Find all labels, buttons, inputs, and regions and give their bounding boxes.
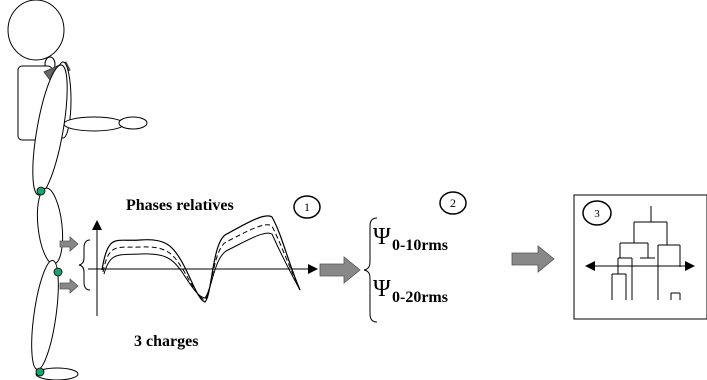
- trunk: [32, 64, 68, 196]
- thigh: [36, 187, 64, 265]
- hip-marker: [36, 186, 46, 196]
- flow-arrow-1: [319, 256, 361, 284]
- charges-label: 3 charges: [134, 333, 198, 350]
- step-3-badge: 3: [582, 200, 612, 226]
- step-1-badge: 1: [293, 195, 321, 219]
- joint-markers: [35, 186, 63, 377]
- knee-marker: [53, 267, 63, 277]
- head: [7, 0, 65, 61]
- step-2-badge: 2: [439, 191, 467, 215]
- psi-brace: [363, 217, 378, 323]
- curve-charge-1: [101, 215, 301, 303]
- svg-text:0-10rms: 0-10rms: [392, 237, 448, 254]
- curve-charge-3: [103, 232, 301, 299]
- svg-text:3: 3: [594, 208, 600, 220]
- leg-arrow-lower: [59, 278, 79, 294]
- svg-text:0-20rms: 0-20rms: [392, 289, 448, 306]
- psi-variable-1: Ψ 0-10rms: [373, 224, 448, 254]
- leg-arrows: [59, 236, 79, 294]
- foot: [35, 367, 79, 380]
- svg-text:Ψ: Ψ: [373, 276, 391, 302]
- svg-text:2: 2: [450, 196, 456, 210]
- flow-arrow-2: [511, 245, 555, 273]
- ankle-marker: [35, 367, 45, 377]
- forearm: [63, 116, 125, 132]
- phases-label: Phases relatives: [126, 197, 234, 214]
- hand: [118, 116, 148, 130]
- human-figure: [7, 0, 148, 380]
- svg-text:Ψ: Ψ: [373, 224, 391, 250]
- phase-graph: [88, 215, 318, 316]
- leg-arrow-upper: [59, 236, 79, 252]
- left-brace: [78, 239, 91, 291]
- dendrogram: [585, 206, 695, 300]
- curve-charge-2: [102, 224, 301, 301]
- psi-variable-2: Ψ 0-20rms: [373, 276, 448, 306]
- svg-text:1: 1: [304, 200, 310, 214]
